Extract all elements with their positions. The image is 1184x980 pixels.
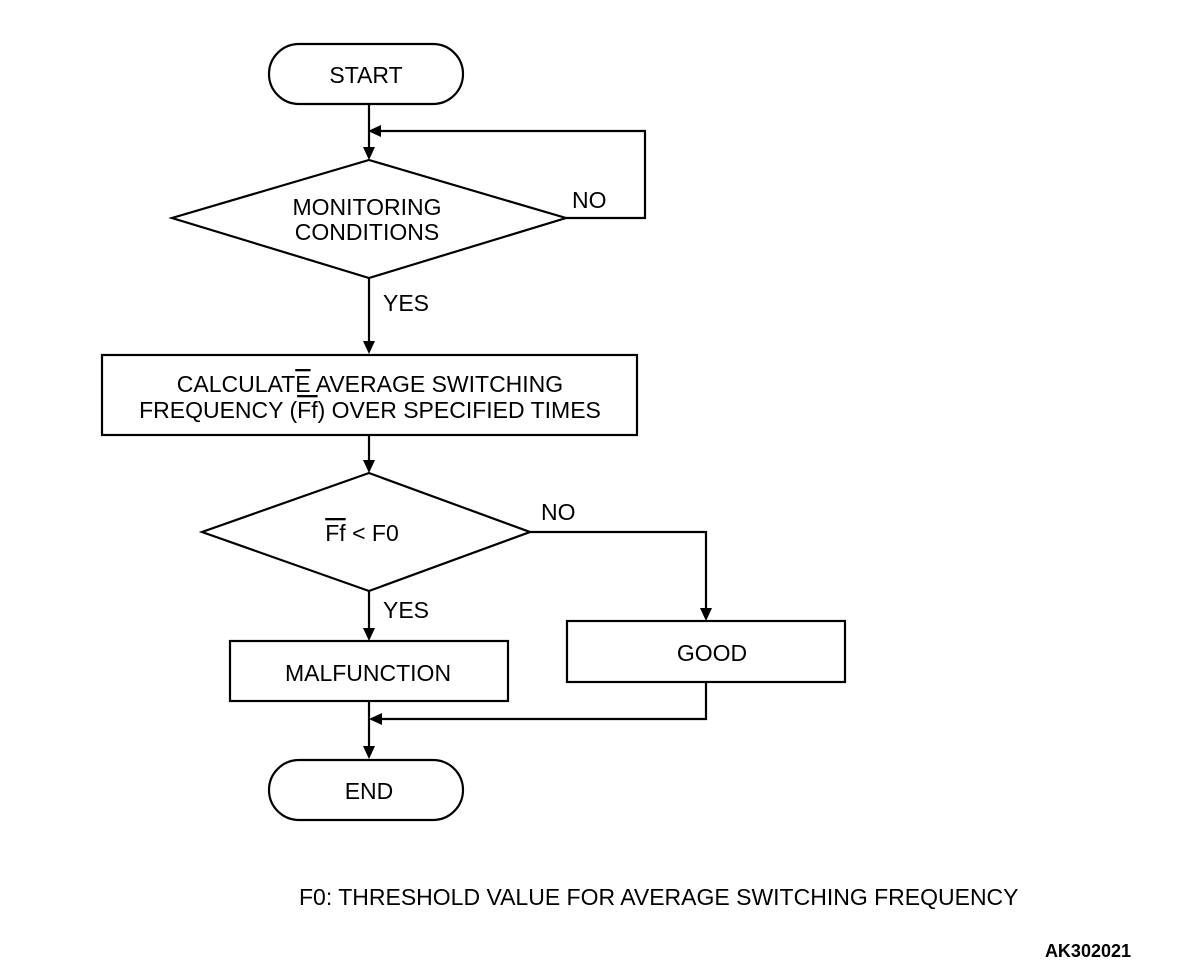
good-label: GOOD: [677, 640, 747, 666]
arrowhead-calculate-in: [363, 341, 375, 354]
arrowhead-monitoring-in: [363, 147, 375, 160]
monitoring-label-line2: CONDITIONS: [295, 219, 439, 245]
malfunction-process: [228, 639, 510, 703]
arrowhead-compare-in: [363, 460, 375, 473]
monitoring-decision: [168, 158, 570, 280]
calculate-line1-overlined: E: [295, 371, 310, 397]
calculate-line2-pre: FREQUENCY (: [139, 397, 297, 423]
compare-overlined: Ff: [325, 520, 346, 546]
compare-label: Ff < F0: [325, 520, 399, 546]
good-process: [565, 619, 847, 684]
compare-no-label: NO: [541, 499, 576, 525]
monitoring-label-line1: MONITORING: [292, 194, 441, 220]
end-label: END: [345, 778, 394, 804]
calculate-line2-overlined: Ff: [297, 397, 318, 423]
malfunction-label: MALFUNCTION: [285, 660, 451, 686]
arrowhead-merge: [369, 713, 382, 725]
compare-decision: [198, 471, 534, 593]
connector-good-to-merge: [382, 682, 708, 721]
footnote: F0: THRESHOLD VALUE FOR AVERAGE SWITCHIN…: [299, 884, 1019, 910]
calculate-label-line2: FREQUENCY (Ff) OVER SPECIFIED TIMES: [139, 397, 601, 423]
calculate-line2-post: ) OVER SPECIFIED TIMES: [318, 397, 601, 423]
end-terminal: [267, 758, 465, 822]
start-label: START: [329, 62, 402, 88]
calculate-process: [100, 353, 639, 437]
arrowhead-good-in: [700, 608, 712, 621]
calculate-line1-pre: CALCULAT: [177, 371, 295, 397]
calculate-label-line1: CALCULATE AVERAGE SWITCHING: [177, 371, 563, 397]
connector-compare-to-good: [530, 530, 708, 609]
compare-rest: < F0: [346, 520, 399, 546]
arrowhead-malfunction-in: [363, 628, 375, 641]
arrowhead-end-in: [363, 746, 375, 759]
document-code: AK302021: [1045, 941, 1131, 961]
calculate-line1-post: AVERAGE SWITCHING: [311, 371, 564, 397]
monitoring-yes-label: YES: [383, 290, 429, 316]
monitoring-no-label: NO: [572, 187, 607, 213]
connector-monitoring-no-loop: [381, 129, 647, 220]
start-terminal: [267, 42, 465, 106]
arrowhead-monitoring-loop: [368, 125, 381, 137]
compare-yes-label: YES: [383, 597, 429, 623]
